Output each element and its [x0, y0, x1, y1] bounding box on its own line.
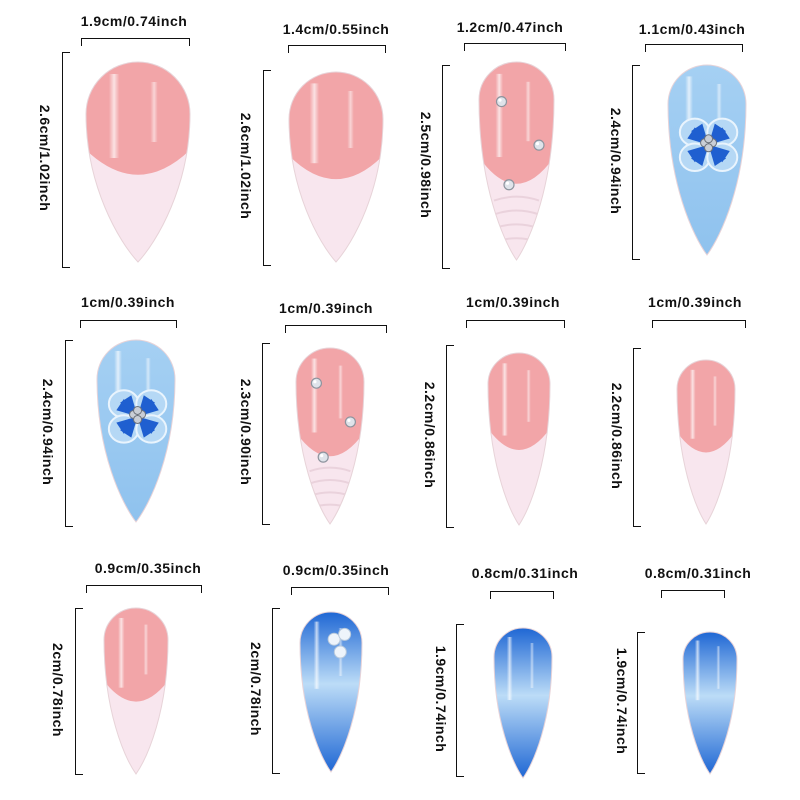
height-label: 2.2cm/0.86inch: [422, 381, 438, 488]
nail-image: [676, 359, 736, 525]
width-dimension-line: [288, 45, 386, 53]
width-dimension-line: [285, 325, 387, 333]
width-label: 1cm/0.39inch: [279, 300, 373, 316]
width-label: 0.9cm/0.35inch: [94, 560, 202, 576]
height-dimension-line: [75, 608, 83, 775]
height-dimension-line: [272, 608, 280, 774]
height-label: 1.9cm/0.74inch: [614, 647, 630, 755]
height-label: 2.6cm/1.02inch: [37, 104, 53, 212]
height-label: 2.4cm/0.94inch: [40, 378, 56, 485]
width-dimension-line: [645, 44, 743, 52]
flower-icon: [107, 389, 168, 444]
nail-body: [683, 632, 737, 774]
nail-body: [86, 62, 190, 262]
rhinestone-icon: [495, 95, 508, 108]
nail-image: [682, 631, 738, 775]
height-dimension-line: [456, 624, 464, 777]
width-dimension-line: [464, 43, 566, 51]
width-label: 1cm/0.39inch: [466, 294, 560, 310]
nail-pink-french: [288, 71, 384, 263]
nail-image: [103, 607, 169, 775]
nail-pink-french: [487, 352, 551, 526]
pearl-icon: [327, 627, 352, 659]
width-dimension-line: [86, 585, 202, 593]
height-dimension-line: [632, 65, 640, 260]
nail-image: [85, 61, 191, 263]
height-dimension-line: [65, 340, 73, 527]
width-label: 1.2cm/0.47inch: [456, 19, 564, 35]
height-label: 1.9cm/0.74inch: [433, 645, 449, 752]
width-label: 0.8cm/0.31inch: [644, 565, 752, 581]
width-dimension-line: [490, 591, 554, 599]
rhinestone-icon: [533, 139, 545, 151]
nail-body: [289, 72, 383, 262]
nail-blue-gradient-pearl: [299, 611, 363, 773]
nail-blue-flower: [667, 64, 747, 256]
width-dimension-line: [652, 320, 746, 328]
nail-body: [104, 608, 168, 774]
nail-image: [299, 611, 363, 773]
height-dimension-line: [442, 65, 450, 269]
height-dimension-line: [446, 345, 454, 528]
rhinestone-icon: [503, 179, 515, 191]
height-dimension-line: [633, 348, 641, 527]
nail-pink-french: [85, 61, 191, 263]
nail-pink-french: [676, 359, 736, 525]
height-label: 2cm/0.78inch: [50, 642, 66, 737]
width-label: 1.1cm/0.43inch: [638, 21, 746, 37]
height-label: 2.6cm/1.02inch: [238, 112, 254, 220]
nail-image: [478, 61, 555, 261]
nail-image: [493, 627, 553, 779]
height-label: 2cm/0.78inch: [248, 642, 264, 736]
width-dimension-line: [291, 587, 389, 595]
flower-icon: [678, 117, 739, 173]
width-dimension-line: [81, 38, 190, 46]
height-dimension-line: [62, 52, 70, 268]
nail-blue-flower: [96, 339, 176, 523]
nail-image: [96, 339, 176, 523]
width-label: 0.8cm/0.31inch: [471, 565, 579, 581]
nail-image: [667, 64, 747, 256]
height-label: 2.4cm/0.94inch: [608, 107, 624, 214]
nail-blue-gradient: [682, 631, 738, 775]
width-dimension-line: [466, 320, 565, 328]
height-label: 2.2cm/0.86inch: [609, 382, 625, 489]
nail-body: [677, 360, 735, 524]
nail-image: [295, 347, 365, 525]
nail-pink-rhinestone: [478, 61, 555, 261]
height-dimension-line: [263, 70, 271, 266]
nail-pink-rhinestone: [295, 347, 365, 525]
rhinestone-icon: [310, 377, 322, 389]
width-label: 1cm/0.39inch: [81, 294, 175, 310]
nail-pink-french: [103, 607, 169, 775]
width-label: 1cm/0.39inch: [648, 294, 742, 310]
rhinestone-icon: [344, 416, 357, 428]
rhinestone-icon: [317, 451, 329, 463]
nail-image: [288, 71, 384, 263]
width-label: 1.4cm/0.55inch: [282, 21, 390, 37]
width-label: 1.9cm/0.74inch: [80, 13, 188, 29]
height-label: 2.3cm/0.90inch: [238, 378, 254, 486]
nail-blue-gradient: [493, 627, 553, 779]
nail-body: [296, 348, 364, 524]
nail-image: [487, 352, 551, 526]
nail-body: [479, 62, 554, 260]
height-dimension-line: [637, 632, 645, 774]
height-label: 2.5cm/0.98inch: [418, 111, 434, 219]
nail-body: [494, 628, 552, 778]
width-dimension-line: [661, 590, 725, 598]
nail-body: [488, 353, 550, 525]
height-dimension-line: [262, 343, 270, 525]
width-dimension-line: [80, 320, 177, 328]
width-label: 0.9cm/0.35inch: [282, 562, 390, 578]
